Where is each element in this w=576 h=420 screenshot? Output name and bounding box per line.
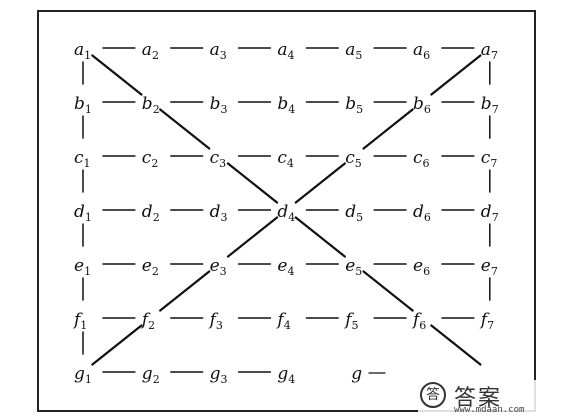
watermark-logo: 答 xyxy=(420,382,446,408)
node-label-f6: f6 xyxy=(411,310,426,332)
node-label-b6: b6 xyxy=(413,94,431,116)
node-label-a5: a5 xyxy=(345,40,362,62)
node-label-g1: g1 xyxy=(74,364,92,386)
node-label-f4: f4 xyxy=(275,310,290,332)
node-label-d6: d6 xyxy=(413,202,431,224)
node-label-a3: a3 xyxy=(210,40,227,62)
node-label-c3: c3 xyxy=(210,148,227,170)
node-label-c5: c5 xyxy=(345,148,362,170)
node-label-d5: d5 xyxy=(345,202,363,224)
node-label-d7: d7 xyxy=(481,202,499,224)
diagonal-edge xyxy=(430,324,482,366)
node-label-c6: c6 xyxy=(413,148,430,170)
node-label-e2: e2 xyxy=(142,256,159,278)
node-label-a7: a7 xyxy=(481,40,498,62)
diagonal-edge xyxy=(362,270,414,312)
node-label-d4: d4 xyxy=(277,202,295,224)
node-label-g5-partial: g xyxy=(351,364,362,384)
node-label-c2: c2 xyxy=(142,148,159,170)
node-label-c7: c7 xyxy=(481,148,498,170)
node-label-c1: c1 xyxy=(74,148,91,170)
node-label-g4: g4 xyxy=(277,364,295,386)
node-label-d3: d3 xyxy=(210,202,228,224)
diagonal-edge xyxy=(91,54,143,96)
diagonal-edge xyxy=(362,108,414,150)
node-label-d1: d1 xyxy=(74,202,92,224)
node-label-f3: f3 xyxy=(208,310,223,332)
node-label-e5: e5 xyxy=(345,256,362,278)
node-label-b1: b1 xyxy=(74,94,92,116)
node-label-b5: b5 xyxy=(345,94,363,116)
diagonal-edge xyxy=(159,270,211,312)
node-label-e1: e1 xyxy=(74,256,91,278)
watermark-url: www.mdaan.com xyxy=(454,405,525,415)
watermark: 答 答案 www.mdaan.com xyxy=(418,380,568,416)
node-label-g3: g3 xyxy=(210,364,228,386)
diagonal-edge xyxy=(159,108,211,150)
node-label-e6: e6 xyxy=(413,256,430,278)
diagonal-edge xyxy=(294,216,346,258)
diagonal-edge xyxy=(294,162,346,204)
node-label-b3: b3 xyxy=(210,94,228,116)
node-label-b4: b4 xyxy=(277,94,295,116)
node-label-b7: b7 xyxy=(481,94,499,116)
diagonal-edge xyxy=(430,54,482,96)
node-label-c4: c4 xyxy=(277,148,294,170)
node-label-g2: g2 xyxy=(142,364,160,386)
node-label-b2: b2 xyxy=(142,94,160,116)
diagram-frame xyxy=(37,10,536,412)
node-label-a4: a4 xyxy=(277,40,294,62)
diagonal-edge xyxy=(226,162,279,204)
node-label-e7: e7 xyxy=(481,256,498,278)
watermark-text: 答案 xyxy=(454,386,503,411)
node-label-e4: e4 xyxy=(277,256,294,278)
node-label-f7: f7 xyxy=(479,310,494,332)
diagonal-edge xyxy=(91,324,143,366)
node-label-a1: a1 xyxy=(74,40,91,62)
node-label-f1: f1 xyxy=(72,310,87,332)
node-label-d2: d2 xyxy=(142,202,160,224)
diagonal-edge xyxy=(226,216,279,258)
node-label-a2: a2 xyxy=(142,40,159,62)
node-label-f2: f2 xyxy=(140,310,155,332)
node-label-f5: f5 xyxy=(343,310,358,332)
node-label-e3: e3 xyxy=(210,256,227,278)
node-label-a6: a6 xyxy=(413,40,430,62)
